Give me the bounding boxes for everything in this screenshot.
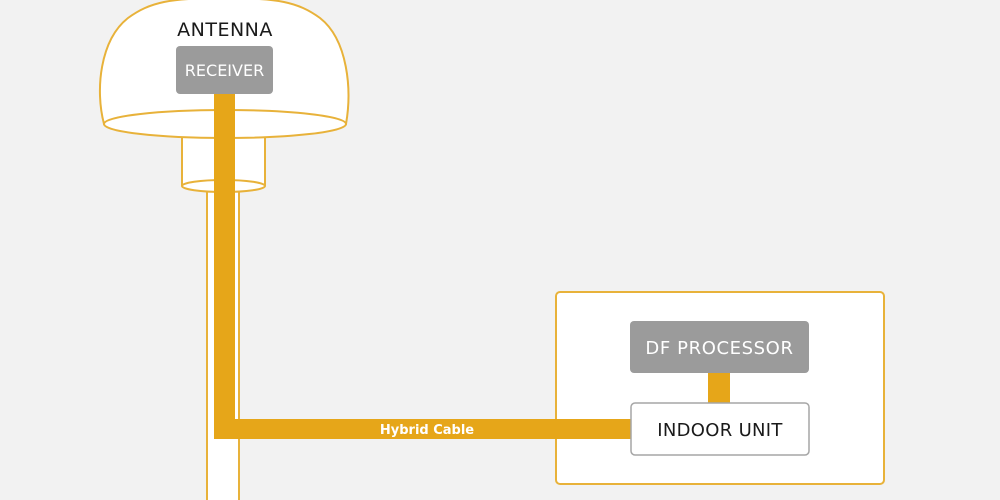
indoor-unit-box [630,402,810,456]
receiver-box [176,46,273,94]
antenna-label: ANTENNA [177,19,273,41]
df-processor-label: DF PROCESSOR [645,338,793,359]
indoor-unit-label: INDOOR UNIT [657,420,783,441]
receiver-label: RECEIVER [185,61,264,80]
cable-vertical-arrow [214,80,235,437]
cable-horizontal-arrow [214,419,645,439]
cable-label: Hybrid Cable [380,423,474,438]
df-processor-box [630,321,809,373]
